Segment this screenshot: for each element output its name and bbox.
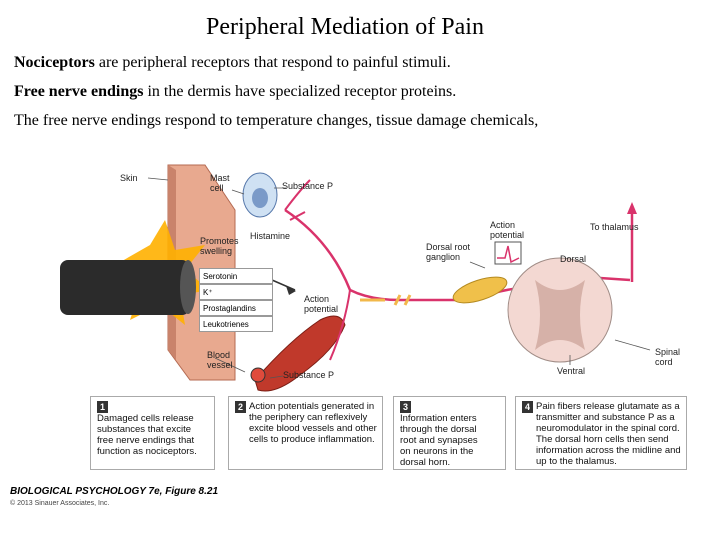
chemical-potassium: K⁺ — [199, 284, 273, 300]
bullet-responses: The free nerve endings respond to temper… — [14, 112, 538, 130]
bullet-text: in the dermis have specialized receptor … — [143, 83, 457, 100]
chemical-arrow — [271, 279, 296, 291]
bullet-bold: Free nerve endings — [14, 83, 144, 100]
label-dorsal-root-ganglion: Dorsal root ganglion — [426, 242, 471, 262]
slide-title: Peripheral Mediation of Pain — [206, 14, 484, 40]
step-text: Damaged cells release substances that ex… — [97, 413, 197, 457]
step-number: 1 — [97, 401, 108, 413]
step-3-box: 3Information enters through the dorsal r… — [393, 396, 506, 470]
label-dorsal: Dorsal — [560, 254, 587, 264]
dorsal-root-ganglion — [452, 276, 508, 304]
step-number: 3 — [400, 401, 411, 413]
bullet-bold: Nociceptors — [14, 54, 95, 71]
label-histamine: Histamine — [250, 231, 291, 241]
label-action-potential-mid: Action potential — [304, 294, 339, 314]
label-substance-p-bottom: Substance P — [283, 370, 335, 380]
step-number: 4 — [522, 401, 533, 413]
signal-arrow — [360, 294, 412, 306]
chemical-leukotrienes: Leukotrienes — [199, 316, 273, 332]
step-number: 2 — [235, 401, 246, 413]
label-action-potential-top: Action potential — [490, 220, 525, 240]
label-to-thalamus: To thalamus — [590, 222, 639, 232]
label-mast-cell: Mast cell — [210, 173, 230, 193]
bullet-free-nerve-endings: Free nerve endings in the dermis have sp… — [14, 83, 456, 101]
bullet-nociceptors: Nociceptors are peripheral receptors tha… — [14, 54, 451, 72]
label-blood-vessel: Blood vessel — [207, 350, 233, 370]
step-text: Action potentials generated in the perip… — [249, 401, 377, 445]
chemical-prostaglandins: Prostaglandins — [199, 300, 273, 316]
label-skin: Skin — [120, 173, 138, 183]
figure-credit: BIOLOGICAL PSYCHOLOGY 7e, Figure 8.21 — [10, 486, 219, 497]
label-spinal-cord: Spinal cord — [655, 347, 681, 367]
step-text: Information enters through the dorsal ro… — [400, 413, 478, 468]
step-1-box: 1Damaged cells release substances that e… — [90, 396, 215, 470]
chemical-serotonin: Serotonin — [199, 268, 273, 284]
bullet-text: The free nerve endings respond to temper… — [14, 112, 539, 129]
blood-vessel — [254, 315, 346, 392]
bullet-text: are peripheral receptors that respond to… — [94, 54, 451, 71]
label-promotes-swelling: Promotes swelling — [200, 236, 239, 256]
label-ventral: Ventral — [557, 366, 586, 376]
hot-probe — [60, 260, 190, 315]
step-text: Pain fibers release glutamate as a trans… — [536, 401, 681, 467]
figure-copyright: © 2013 Sinauer Associates, Inc. — [10, 500, 110, 507]
figure-illustration — [60, 164, 651, 392]
action-potential-inset — [494, 241, 522, 265]
pain-pathway-figure: Skin Mast cell Substance P Histamine Pro… — [0, 150, 720, 520]
label-substance-p-top: Substance P — [282, 181, 334, 191]
